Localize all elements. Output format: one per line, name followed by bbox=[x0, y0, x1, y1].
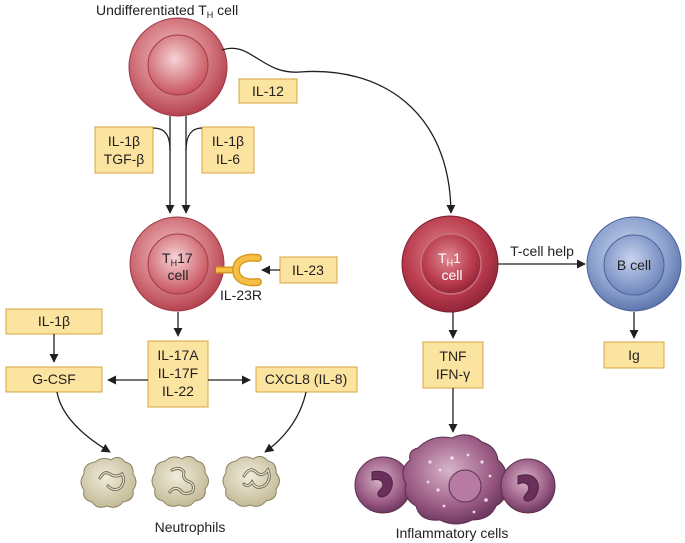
ig-box: Ig bbox=[603, 341, 665, 369]
th1-products-box: TNF IFN-γ bbox=[422, 341, 484, 389]
neutrophils-label: Neutrophils bbox=[155, 519, 226, 535]
il1b-tgfb-box: IL-1β TGF-β bbox=[94, 126, 154, 174]
svg-text:IL-17A: IL-17A bbox=[157, 347, 199, 363]
feed-left bbox=[152, 127, 171, 151]
il23-box: IL-23 bbox=[279, 256, 338, 284]
svg-text:IL-6: IL-6 bbox=[216, 151, 240, 167]
arrow-gcsf-to-neutrophils bbox=[56, 391, 111, 453]
svg-text:TGF-β: TGF-β bbox=[104, 151, 145, 167]
tcell-help-label: T-cell help bbox=[510, 243, 574, 259]
svg-text:IL-1β: IL-1β bbox=[108, 133, 140, 149]
b-cell-label: B cell bbox=[617, 257, 651, 273]
il23r-receptor bbox=[216, 253, 262, 287]
svg-text:IL-1β: IL-1β bbox=[212, 133, 244, 149]
neutrophil-3 bbox=[222, 455, 280, 507]
th1-cell-label: cell bbox=[441, 267, 462, 283]
cxcl8-box: CXCL8 (IL-8) bbox=[255, 366, 358, 393]
svg-text:IL-23: IL-23 bbox=[292, 262, 324, 278]
inflammatory-cell-macrophage bbox=[402, 434, 507, 525]
svg-text:IL-17F: IL-17F bbox=[158, 365, 198, 381]
th17-cell-label: cell bbox=[167, 267, 188, 283]
th17-label: TH17 bbox=[162, 250, 193, 268]
neutrophil-1 bbox=[80, 456, 137, 508]
arrow-cxcl8-to-neutrophils bbox=[264, 391, 307, 453]
gcsf-box: G-CSF bbox=[5, 366, 103, 393]
b-cell: B cell bbox=[586, 216, 682, 312]
inflammatory-cells-label: Inflammatory cells bbox=[396, 525, 509, 541]
svg-text:TNF: TNF bbox=[439, 348, 466, 364]
il1b-left-box: IL-1β bbox=[5, 308, 103, 335]
inflammatory-cell-left bbox=[354, 456, 412, 514]
svg-text:CXCL8 (IL-8): CXCL8 (IL-8) bbox=[265, 371, 347, 387]
undifferentiated-cell-label: Undifferentiated TH cell bbox=[96, 2, 238, 20]
neutrophil-2 bbox=[151, 455, 209, 507]
svg-text:IFN-γ: IFN-γ bbox=[436, 366, 470, 382]
svg-text:IL-12: IL-12 bbox=[252, 83, 284, 99]
feed-right bbox=[185, 127, 203, 151]
svg-text:Ig: Ig bbox=[628, 347, 640, 363]
svg-text:G-CSF: G-CSF bbox=[32, 371, 76, 387]
il1b-il6-box: IL-1β IL-6 bbox=[201, 126, 255, 174]
th17-cell: TH17 cell bbox=[129, 216, 225, 312]
svg-text:IL-1β: IL-1β bbox=[38, 313, 70, 329]
inflammatory-cell-right bbox=[500, 458, 556, 514]
il12-box: IL-12 bbox=[238, 78, 298, 104]
il23r-label: IL-23R bbox=[220, 287, 262, 303]
svg-text:IL-22: IL-22 bbox=[162, 383, 194, 399]
th1-label: TH1 bbox=[438, 250, 461, 268]
th17-products-box: IL-17A IL-17F IL-22 bbox=[147, 340, 209, 408]
arrow-to-th1 bbox=[221, 47, 456, 214]
undifferentiated-th-cell bbox=[128, 17, 228, 117]
th1-cell: TH1 cell bbox=[401, 215, 499, 313]
